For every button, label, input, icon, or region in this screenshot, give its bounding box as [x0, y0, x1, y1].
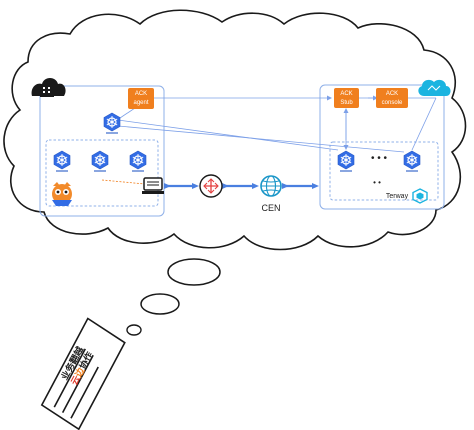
note-paper: [40, 317, 126, 430]
onprem-node-pool-box: [45, 139, 159, 207]
ack-agent-box: [128, 88, 154, 109]
globe-icon: [260, 175, 282, 197]
cen-label: CEN: [261, 203, 281, 213]
ack-agent-label: ACK agent: [133, 91, 149, 106]
vpn-gateway-icon: [142, 177, 164, 194]
thought-bubble-medium: [140, 293, 180, 315]
ack-console-label: ACK console: [381, 91, 403, 106]
node-ellipsis: • • •: [370, 153, 388, 164]
ack-stub-label: ACK Stub: [340, 91, 353, 106]
alibaba-cloud-icon: [418, 79, 451, 96]
router-icon: [199, 174, 223, 198]
thought-bubble-small: [126, 324, 142, 336]
onprem-cluster-box: [39, 85, 165, 217]
mascot-icon: [52, 182, 72, 206]
node-dots: • •: [373, 178, 381, 187]
terway-label: Terway: [385, 193, 409, 200]
building-icon: [31, 78, 66, 97]
ack-console-box: [376, 88, 408, 108]
ack-stub-box: [334, 88, 359, 108]
thought-cloud: [3, 9, 467, 251]
cloud-cluster-box: [319, 84, 445, 210]
terway-icon: [412, 188, 428, 204]
cloud-node-pool-box: [329, 141, 439, 201]
thought-bubble-large: [167, 258, 221, 286]
